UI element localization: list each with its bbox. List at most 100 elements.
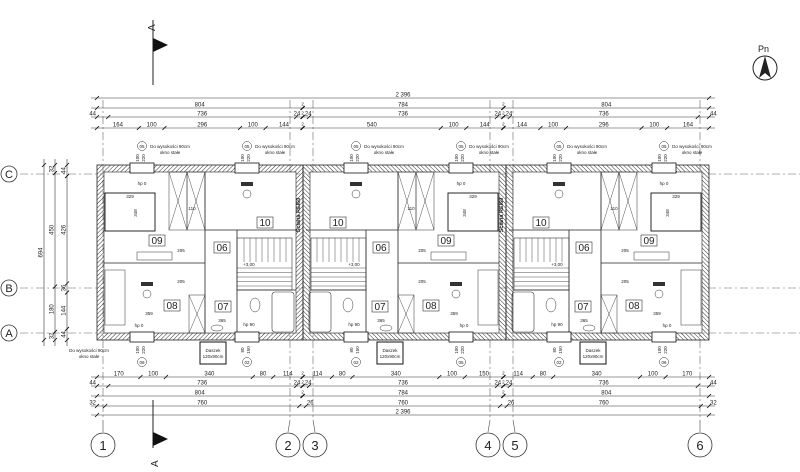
dimension-tick — [507, 114, 513, 120]
window-sill-height: 100 — [657, 346, 662, 354]
dimension-tick — [501, 383, 506, 389]
grid-label-row: C — [5, 169, 13, 181]
dimension-label: 100 — [147, 123, 158, 129]
dimension-label: 540 — [367, 123, 378, 129]
dimension-tick — [706, 95, 712, 101]
dimension-label: 26 — [508, 401, 515, 407]
dimension-tick — [94, 374, 100, 380]
window-head-height: 150 — [355, 346, 360, 354]
interior-floor — [309, 171, 500, 334]
dimension-label: 164 — [683, 123, 694, 129]
annotation-hp_top: hp 0 — [660, 181, 669, 186]
canopy-outline — [199, 341, 227, 365]
washbasin — [210, 324, 224, 332]
annotation-bedh: 348 — [665, 209, 670, 217]
annotation-hp_bath: hp 90 — [243, 322, 255, 327]
window-sill-height: 100 — [657, 154, 662, 162]
window-note: okno stałe — [79, 354, 100, 359]
dimension-tick — [41, 337, 47, 343]
window-tag: 02 — [556, 360, 562, 365]
bed — [650, 192, 702, 232]
toilet — [342, 297, 354, 313]
dimension-tick — [270, 374, 276, 380]
canopy-size: 120x90cm — [203, 354, 224, 359]
annotation-hp_bath: hp 90 — [551, 322, 563, 327]
grid-bubble-row — [0, 279, 18, 297]
dimension-label: 44 — [89, 381, 96, 387]
fire-wall-label: Ściana REI60 — [295, 198, 302, 233]
dimension-tick — [94, 412, 100, 418]
room-number-10: 10 — [535, 218, 547, 229]
dimension-tick — [250, 374, 256, 380]
annotation-bed: 329 — [126, 194, 134, 199]
dimension-tick — [300, 114, 306, 120]
bed — [447, 192, 499, 232]
canopy-size: 120x90cm — [380, 354, 401, 359]
dimension-label: 736 — [197, 381, 208, 387]
window-tag: 06 — [661, 360, 667, 365]
grid-leader — [312, 419, 316, 433]
dimension-label: 736 — [197, 112, 208, 118]
annotation-c1: 110 — [188, 206, 196, 211]
window-bottom — [651, 331, 677, 343]
grid-bubble-row — [0, 324, 18, 342]
canopy-label: Daszek — [585, 348, 601, 353]
dimension-label: 24 — [506, 112, 513, 118]
dimension-tick — [706, 374, 712, 380]
grid-leader — [487, 419, 491, 433]
dimension-label: 100 — [447, 372, 458, 378]
window-bottom — [448, 331, 474, 343]
dimension-label: 170 — [114, 372, 125, 378]
dimension-tick — [436, 374, 442, 380]
dimension-tick — [663, 374, 668, 380]
dimension-tick — [297, 403, 302, 409]
dimension-tick — [136, 125, 142, 131]
window-sill-height: 100 — [135, 346, 140, 354]
window-sill-height: 100 — [135, 154, 140, 162]
dimension-tick — [462, 374, 468, 380]
window-tag: 05 — [139, 144, 145, 149]
dimension-tick — [64, 173, 70, 179]
dimension-label: 296 — [599, 123, 610, 129]
dimension-label: 100 — [548, 123, 559, 129]
dimension-label: 2 — [301, 390, 304, 395]
wardrobe — [600, 294, 618, 334]
grid-label-column: 2 — [284, 438, 291, 453]
grid-leader — [287, 419, 291, 433]
window-head-height: 220 — [246, 154, 251, 162]
dimension-tick — [538, 125, 543, 131]
dimension-tick — [695, 114, 701, 120]
window-tag-circle — [242, 141, 252, 151]
dimension-tick — [300, 105, 306, 111]
dimension-label: 2 396 — [395, 410, 411, 416]
dimension-label: 784 — [398, 391, 409, 397]
annotation-w2: 365 — [580, 318, 588, 323]
wardrobe-cross — [168, 171, 188, 231]
dimension-label: 340 — [592, 372, 603, 378]
window-top — [234, 162, 260, 174]
window-tag-circle — [456, 141, 466, 151]
bathtub — [271, 291, 295, 333]
dimension-tick — [501, 105, 506, 111]
room-tag-box — [640, 234, 658, 247]
dimension-tick — [501, 114, 506, 120]
dimension-tick — [105, 114, 111, 120]
dimension-label: 2 — [301, 102, 304, 107]
dimension-label: 80 — [540, 372, 547, 378]
dwelling-unit-1 — [96, 162, 304, 343]
dimension-tick — [94, 105, 100, 111]
dimension-label: 24 — [305, 112, 312, 118]
room-number-08: 08 — [628, 301, 640, 312]
window-bottom — [343, 331, 369, 343]
wardrobe — [188, 294, 206, 334]
bathtub — [511, 291, 535, 333]
canopy-outline — [579, 341, 607, 365]
window-tag: 05 — [556, 144, 562, 149]
dimension-label: 24 — [294, 381, 301, 387]
dimension-tick — [563, 125, 569, 131]
dimension-label: 36 — [62, 284, 68, 291]
window-note: Do wysokości 90cm — [672, 144, 712, 149]
room-tag-box — [372, 241, 390, 254]
dimension-tick — [52, 337, 58, 343]
section-marker-bottom: A — [150, 400, 168, 467]
